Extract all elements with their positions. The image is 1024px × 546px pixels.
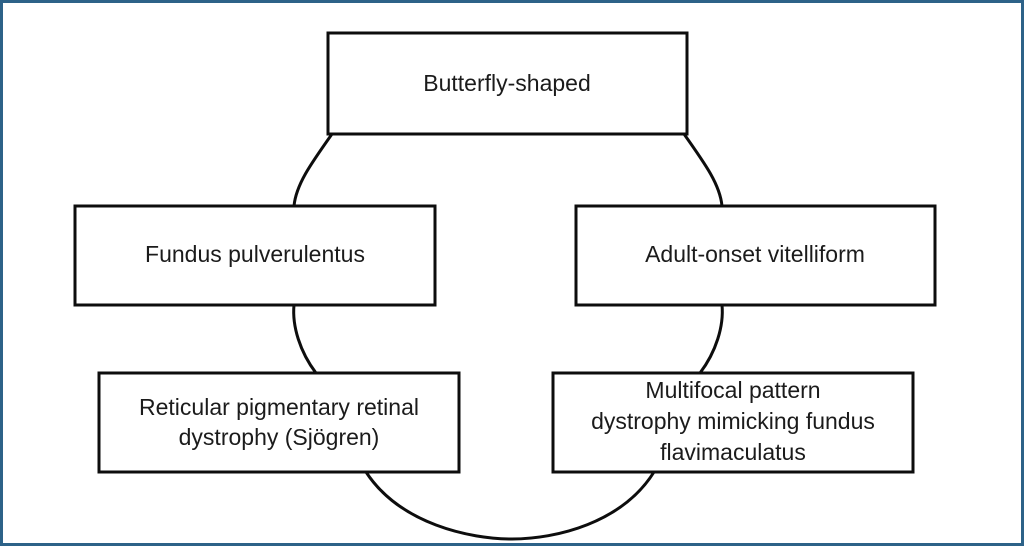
node-multifocal-pattern-label-line-2: dystrophy mimicking fundus: [591, 408, 875, 434]
node-adult-onset-vitelliform-box[interactable]: [574, 204, 937, 307]
node-fundus-pulverulentus-box[interactable]: [73, 204, 437, 307]
node-butterfly-shaped-box[interactable]: [326, 31, 689, 136]
node-butterfly-shaped-label: Butterfly-shaped: [423, 70, 590, 96]
connector-adult-onset-to-multifocal: [698, 304, 724, 374]
connector-reticular-to-multifocal: [364, 471, 656, 541]
node-fundus-pulverulentus[interactable]: Fundus pulverulentus: [73, 204, 437, 307]
node-reticular-pigmentary-retinal-dystrophy[interactable]: Reticular pigmentary retinal dystrophy (…: [97, 371, 461, 474]
node-butterfly-shaped[interactable]: Butterfly-shaped: [326, 31, 689, 136]
node-fundus-pulverulentus-label: Fundus pulverulentus: [145, 241, 365, 267]
node-adult-onset-vitelliform[interactable]: Adult-onset vitelliform: [574, 204, 937, 307]
node-multifocal-pattern-dystrophy[interactable]: Multifocal pattern dystrophy mimicking f…: [551, 371, 915, 474]
node-reticular-pigmentary-label-line-1: Reticular pigmentary retinal: [139, 394, 419, 420]
node-group: Butterfly-shaped Fundus pulverulentus Ad…: [73, 31, 937, 474]
connector-fundus-to-reticular: [292, 304, 318, 374]
node-multifocal-pattern-label-line-1: Multifocal pattern: [645, 377, 820, 403]
node-reticular-pigmentary-label-line-2: dystrophy (Sjögren): [179, 424, 380, 450]
connector-butterfly-to-fundus: [292, 133, 334, 207]
node-reticular-pigmentary-box[interactable]: [97, 371, 461, 474]
node-adult-onset-vitelliform-label: Adult-onset vitelliform: [645, 241, 865, 267]
connector-group: [292, 133, 724, 541]
node-multifocal-pattern-box[interactable]: [551, 371, 915, 474]
node-multifocal-pattern-label-line-3: flavimaculatus: [660, 439, 806, 465]
connector-butterfly-to-adult-onset: [682, 133, 724, 207]
